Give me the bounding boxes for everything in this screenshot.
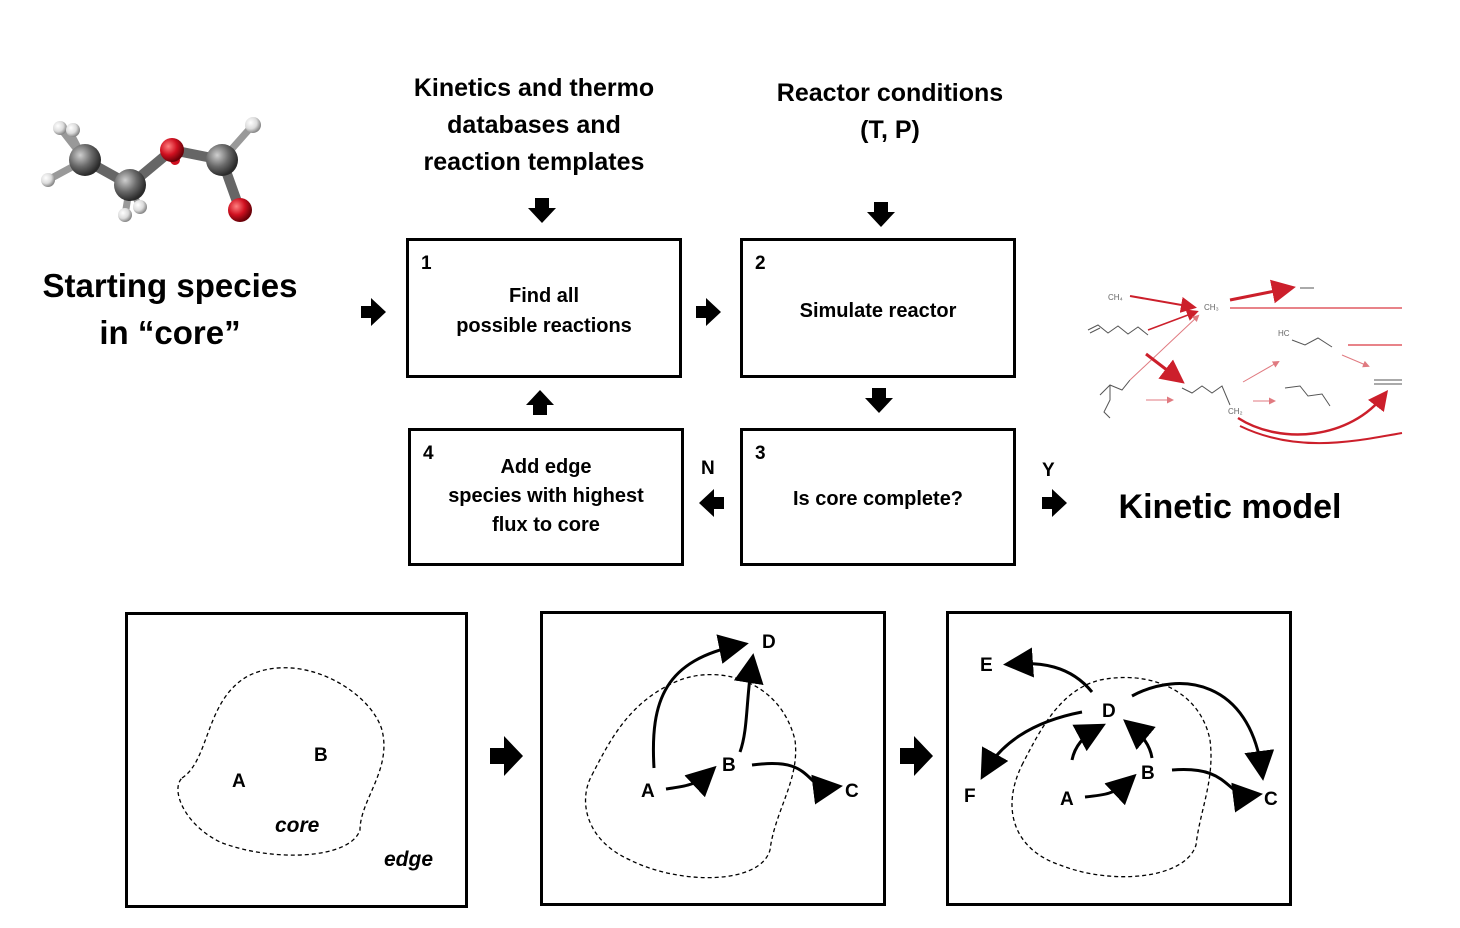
label-hc: HC (1278, 329, 1290, 338)
step-1-text: Find all possible reactions (456, 285, 632, 337)
node-d: D (1102, 701, 1116, 722)
core-label: core (275, 814, 320, 837)
databases-label: Kinetics and thermo databases and reacti… (413, 74, 655, 176)
node-e: E (980, 655, 993, 676)
arrow-left-no-icon (699, 489, 724, 517)
step-3-box: 3 Is core complete? (740, 428, 1016, 566)
arrow-down-reactor-icon (867, 202, 895, 227)
step-4-text: Add edge species with highest flux to co… (448, 456, 644, 536)
node-b: B (722, 755, 736, 776)
step-1-box: 1 Find all possible reactions (406, 238, 682, 378)
node-d: D (762, 632, 776, 653)
arrow-right-step1-icon (696, 298, 721, 326)
kinetic-model-label: Kinetic model (1118, 488, 1342, 526)
arrow-right-panel1-icon (490, 736, 523, 776)
node-a: A (641, 781, 655, 802)
panel-initial (125, 612, 468, 908)
yes-label: Y (1042, 460, 1055, 481)
step-3-number: 3 (755, 443, 766, 464)
node-a: A (232, 771, 246, 792)
starting-species-label: Starting species in “core” (42, 267, 298, 351)
no-label: N (701, 458, 715, 479)
step-2-box: 2 Simulate reactor (740, 238, 1016, 378)
arrow-down-step2-icon (865, 388, 893, 413)
core-boundary (177, 667, 385, 856)
node-c: C (845, 781, 859, 802)
arrow-up-step4-icon (526, 390, 554, 415)
arrow-right-start-icon (361, 298, 386, 326)
node-c: C (1264, 789, 1278, 810)
arrow-right-panel2-icon (900, 736, 933, 776)
step-1-number: 1 (421, 253, 432, 274)
node-a: A (1060, 789, 1074, 810)
step-3-text: Is core complete? (792, 488, 964, 510)
arrow-right-yes-icon (1042, 489, 1067, 517)
core-boundary (584, 673, 797, 879)
core-boundary (1011, 676, 1212, 878)
label-ch2: CH₂ (1228, 407, 1243, 416)
step-2-text: Simulate reactor (799, 300, 957, 322)
node-b: B (1141, 763, 1155, 784)
label-ch3: CH₃ (1204, 303, 1219, 312)
step-4-number: 4 (423, 443, 434, 464)
node-f: F (964, 786, 976, 807)
step-4-box: 4 Add edge species with highest flux to … (408, 428, 684, 566)
panel-expanded (540, 611, 886, 906)
arrow-down-databases-icon (528, 198, 556, 223)
step-2-number: 2 (755, 253, 766, 274)
node-b: B (314, 745, 328, 766)
reactor-conditions-label: Reactor conditions (T, P) (776, 79, 1004, 144)
edge-label: edge (384, 848, 433, 871)
label-ch4: CH₄ (1108, 293, 1123, 302)
